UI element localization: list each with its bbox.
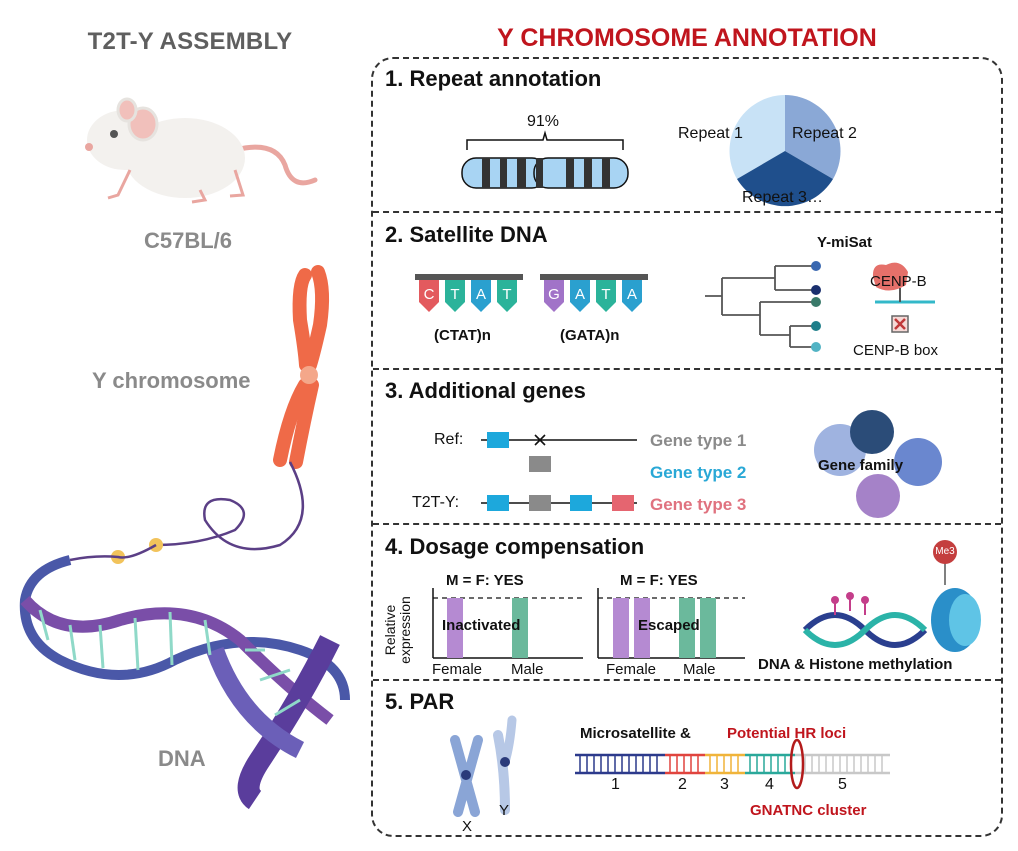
microsatellite-label: Microsatellite & — [580, 725, 691, 742]
section-divider — [373, 211, 1001, 213]
strain-label: C57BL/6 — [143, 228, 233, 253]
gata-label: (GATA)n — [560, 327, 620, 344]
par-region-bar — [575, 738, 890, 790]
mouse-icon — [85, 97, 318, 204]
dosage-ylabel-top: Relative — [382, 604, 398, 656]
section-divider — [373, 679, 1001, 681]
male-label: Male — [511, 661, 544, 678]
inactivated-label: Inactivated — [442, 617, 521, 634]
section-title-satellite: 2. Satellite DNA — [385, 222, 548, 247]
gene-type-2: Gene type 2 — [650, 463, 747, 482]
female-label: Female — [432, 661, 483, 678]
dosage-right-header: M = F: YES — [620, 572, 698, 589]
ctat-letter: C — [423, 286, 435, 303]
male-label: Male — [683, 661, 716, 678]
section-title-par: 5. PAR — [385, 689, 455, 714]
gata-letter: G — [548, 286, 560, 303]
ctat-letter: T — [450, 286, 460, 303]
dosage-left-header: M = F: YES — [446, 572, 524, 589]
t2t-label: T2T-Y: — [412, 494, 460, 511]
region-number: 5 — [838, 776, 847, 793]
methylation-label: DNA & Histone methylation — [758, 656, 953, 673]
section-divider — [373, 523, 1001, 525]
ctat-letter: A — [475, 286, 486, 303]
gata-letter: A — [626, 286, 637, 303]
xy-chromosomes-icon — [450, 715, 517, 817]
region-number: 4 — [765, 776, 774, 793]
gata-letter: T — [601, 286, 611, 303]
chromosome-icon — [69, 265, 330, 564]
ctat-label: (CTAT)n — [434, 327, 491, 344]
repeat-percent: 91% — [527, 113, 560, 130]
methylation-icon — [802, 540, 981, 652]
dosage-plot-left — [432, 588, 583, 659]
repeat-chromosome — [461, 130, 629, 189]
ctat-letter: T — [502, 286, 512, 303]
ctat-nucleotides — [415, 274, 523, 312]
female-label: Female — [606, 661, 657, 678]
ref-label: Ref: — [434, 431, 464, 448]
dna-helix-icon — [19, 555, 350, 810]
gene-family-label: Gene family — [818, 457, 904, 474]
tree-title: Y-miSat — [817, 234, 873, 251]
pie-label-repeat1: Repeat 1 — [678, 125, 743, 142]
cenp-b-icon — [872, 262, 935, 333]
section-divider — [373, 368, 1001, 370]
gene-type-3: Gene type 3 — [650, 495, 747, 514]
section-title-genes: 3. Additional genes — [385, 378, 586, 403]
region-number: 1 — [611, 776, 620, 793]
hr-loci-label: Potential HR loci — [727, 725, 847, 742]
pie-label-repeat2: Repeat 2 — [792, 125, 857, 142]
phylogeny-tree — [705, 265, 815, 348]
y-label: Y — [499, 802, 510, 819]
chromosome-label: Y chromosome — [92, 368, 251, 393]
dosage-ylabel: Relative expression — [382, 580, 413, 680]
region-number: 2 — [678, 776, 687, 793]
gata-letter: A — [574, 286, 585, 303]
annotation-panel — [371, 57, 1003, 837]
section-title-dosage: 4. Dosage compensation — [385, 534, 645, 559]
section-title-repeat: 1. Repeat annotation — [385, 66, 602, 91]
cenp-b-box-label: CENP-B box — [853, 342, 939, 359]
gene-family-icon — [814, 410, 942, 518]
left-title: T2T-Y ASSEMBLY — [87, 28, 293, 55]
escaped-label: Escaped — [638, 617, 700, 634]
gene-tracks — [481, 432, 637, 511]
cenp-b-label: CENP-B — [870, 273, 927, 290]
dosage-plot-right — [597, 588, 745, 659]
dosage-ylabel-bottom: expression — [397, 596, 413, 664]
gnatnc-cluster-label: GNATNC cluster — [750, 802, 867, 819]
tree-nodes — [811, 261, 821, 352]
gene-type-1: Gene type 1 — [650, 431, 747, 450]
me3-label: Me3 — [935, 546, 955, 557]
gata-nucleotides — [540, 274, 648, 312]
right-title: Y CHROMOSOME ANNOTATION — [497, 24, 877, 52]
pie-label-repeat3: Repeat 3… — [742, 189, 823, 206]
x-label: X — [462, 818, 473, 835]
repeat-pie — [729, 95, 841, 207]
dna-label: DNA — [158, 746, 206, 771]
region-number: 3 — [720, 776, 729, 793]
